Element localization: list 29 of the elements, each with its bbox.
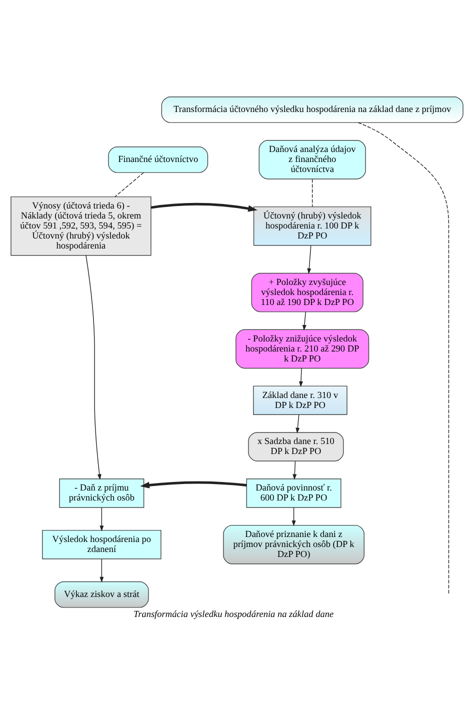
node-box: - Daň z príjmu právnických osôb — [59, 478, 144, 508]
arrow — [292, 460, 297, 480]
node-box: + Položky zvyšujúce výsledok hospodárenia r. 110 až 190 DP k DzP PO — [251, 272, 364, 312]
arrow — [302, 311, 306, 330]
node-box: Účtovný (hrubý) výsledok hospodárenia r. 100 DP k DzP PO — [253, 206, 372, 246]
node-box: Výnosy (účtová trieda 6) - Náklady (účtová trieda 5, okrem účtov 591 ,592, 593, 594, 595) = Účtovný (hrubý) výsledok hospodárenia — [10, 196, 152, 256]
node-box: Transformácia účtovného výsledku hospodárenia na základ dane z príjmov — [161, 96, 464, 122]
connector — [312, 178, 313, 206]
node-box: Výsledok hospodárenia po zdanení — [42, 529, 162, 559]
node-box: x Sadzba dane r. 510 DP k DzP PO — [248, 432, 344, 461]
arrow — [100, 558, 104, 582]
arrow — [100, 506, 104, 531]
node-box: Daňová povinnosť r. 600 DP k DzP PO — [246, 478, 342, 508]
arrow — [150, 202, 258, 212]
arrow — [307, 244, 312, 274]
connector — [358, 122, 450, 594]
node-box: Základ dane r. 310 v DP k DzP PO — [253, 385, 348, 414]
connector — [114, 172, 144, 197]
node-box: Daňová analýza údajov z finančného účtovníctva — [258, 140, 366, 179]
arrow — [296, 414, 300, 433]
node-box: Výkaz ziskov a strát — [54, 580, 149, 608]
arrow — [298, 367, 303, 387]
node-box: - Položky znižujúce výsledok hospodárenia r. 210 až 290 DP k DzP PO — [236, 328, 370, 368]
arrow — [140, 480, 247, 488]
arrow — [86, 254, 102, 480]
arrow — [292, 506, 296, 526]
node-box: Finančné účtovníctvo — [108, 146, 208, 172]
caption: Transformácia výsledku hospodárenia na základ dane — [133, 610, 334, 620]
node-box: Daňové priznanie k dani z príjmov právnických osôb (DP k DzP PO) — [223, 524, 364, 564]
